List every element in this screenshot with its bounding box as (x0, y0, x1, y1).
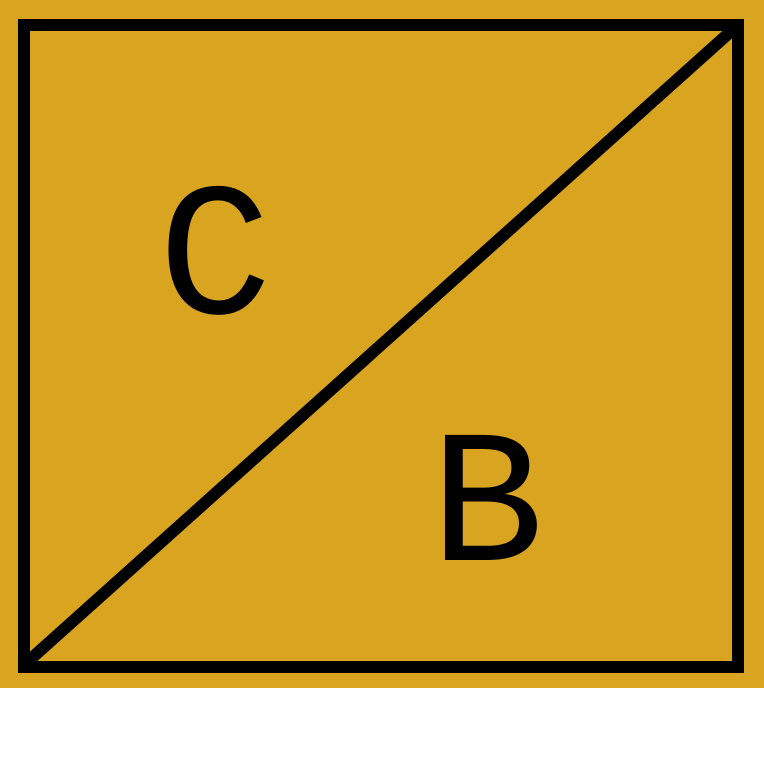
region-label-b: B (430, 403, 544, 618)
square-outline (18, 19, 744, 673)
diagonal-divider (19, 20, 743, 670)
region-label-c: C (158, 156, 272, 371)
